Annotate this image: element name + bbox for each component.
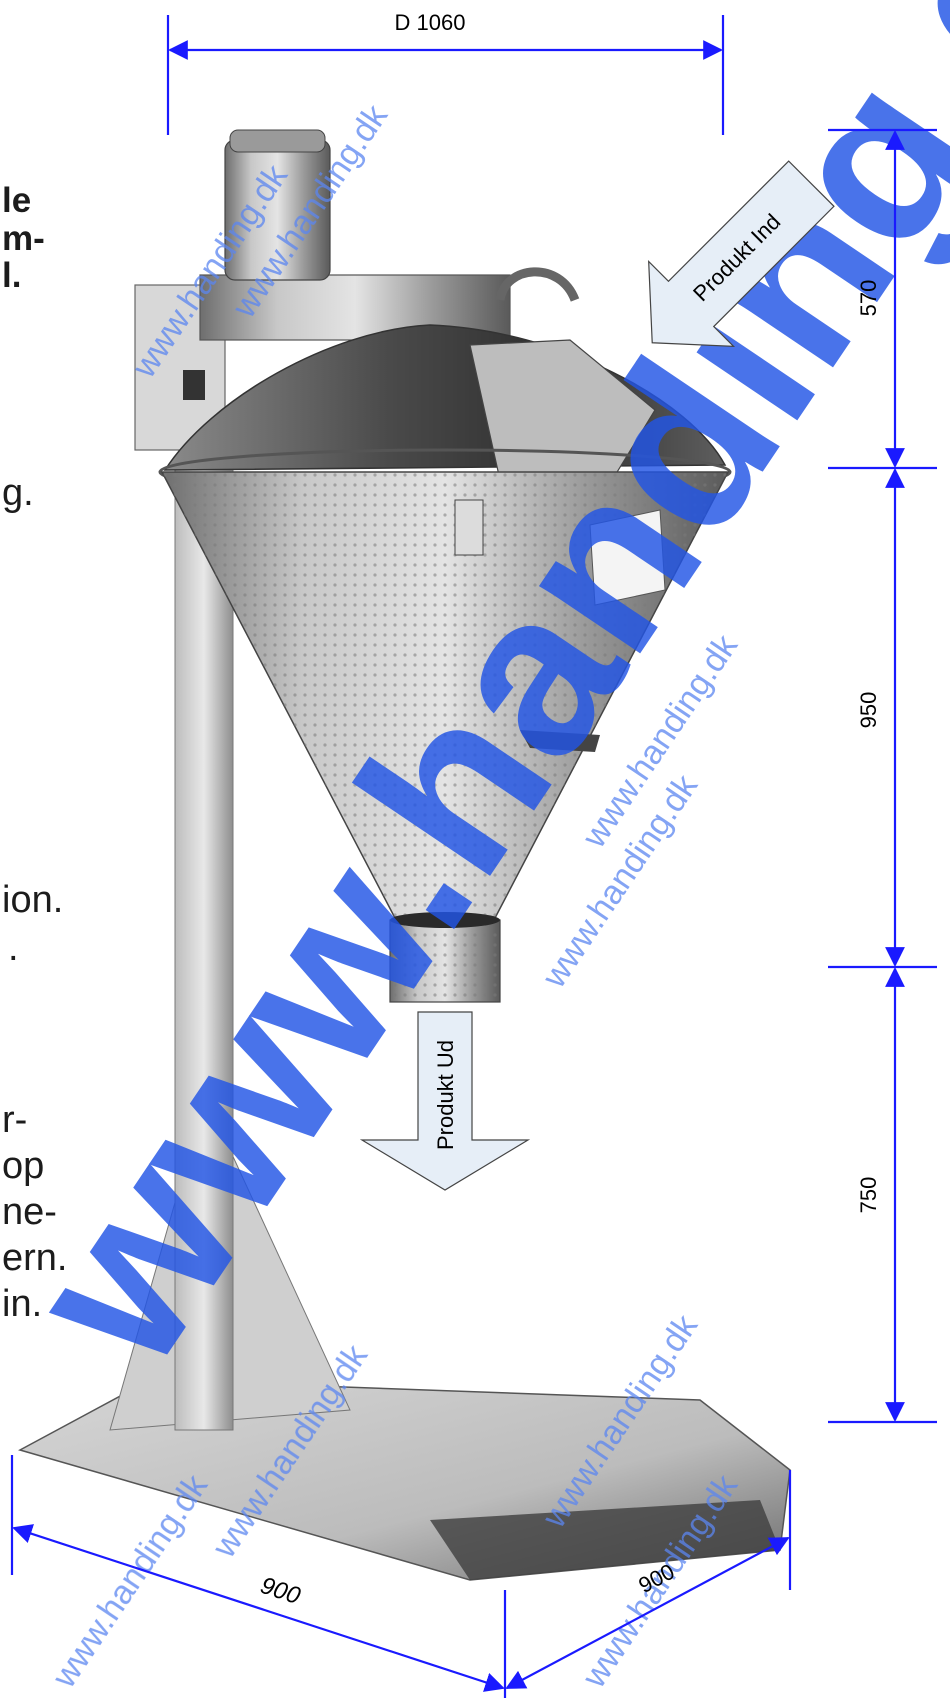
motor-cap	[229, 129, 326, 153]
product-out-arrow: Produkt Ud	[359, 1011, 531, 1191]
product-out-label: Produkt Ud	[433, 1040, 458, 1150]
dim-top-width-label: D 1060	[395, 10, 466, 35]
label-plate	[589, 509, 666, 606]
left-text-3: l.	[2, 256, 21, 295]
mixer-machine	[18, 129, 791, 1581]
left-text-9: ne-	[2, 1191, 57, 1233]
product-out-arrow-shape	[359, 1011, 531, 1191]
left-text-11: in.	[2, 1283, 42, 1325]
product-in-arrow-shape	[648, 160, 835, 347]
left-text-8: op	[2, 1145, 44, 1187]
dim-950-label: 950	[856, 692, 881, 729]
left-text-10: ern.	[2, 1237, 67, 1279]
dim-750-label: 750	[856, 1177, 881, 1214]
latch	[454, 499, 484, 556]
dimension-lines	[10, 15, 937, 1698]
control-switch	[183, 370, 205, 400]
dim-570-label: 570	[856, 280, 881, 317]
left-text-5: ion.	[2, 879, 63, 921]
left-text-2: m-	[2, 219, 45, 258]
left-text-6: .	[8, 927, 19, 969]
left-text-4: g.	[2, 472, 34, 514]
left-text-fragments: le m- l. g. ion. . r- op ne- ern. in.	[2, 181, 67, 1325]
dim-base-right-line	[505, 1537, 790, 1689]
watermark-small-7: www.handing.dk	[45, 1467, 216, 1695]
dimension-labels: D 1060 570 950 750 900 900	[257, 10, 881, 1610]
stand-pole	[174, 469, 234, 1431]
hose	[495, 267, 580, 302]
left-text-7: r-	[2, 1099, 27, 1141]
left-text-1: le	[2, 181, 31, 220]
valve	[520, 730, 600, 752]
dim-base-left-line	[12, 1524, 505, 1692]
dim-base-left-label: 900	[257, 1572, 304, 1610]
